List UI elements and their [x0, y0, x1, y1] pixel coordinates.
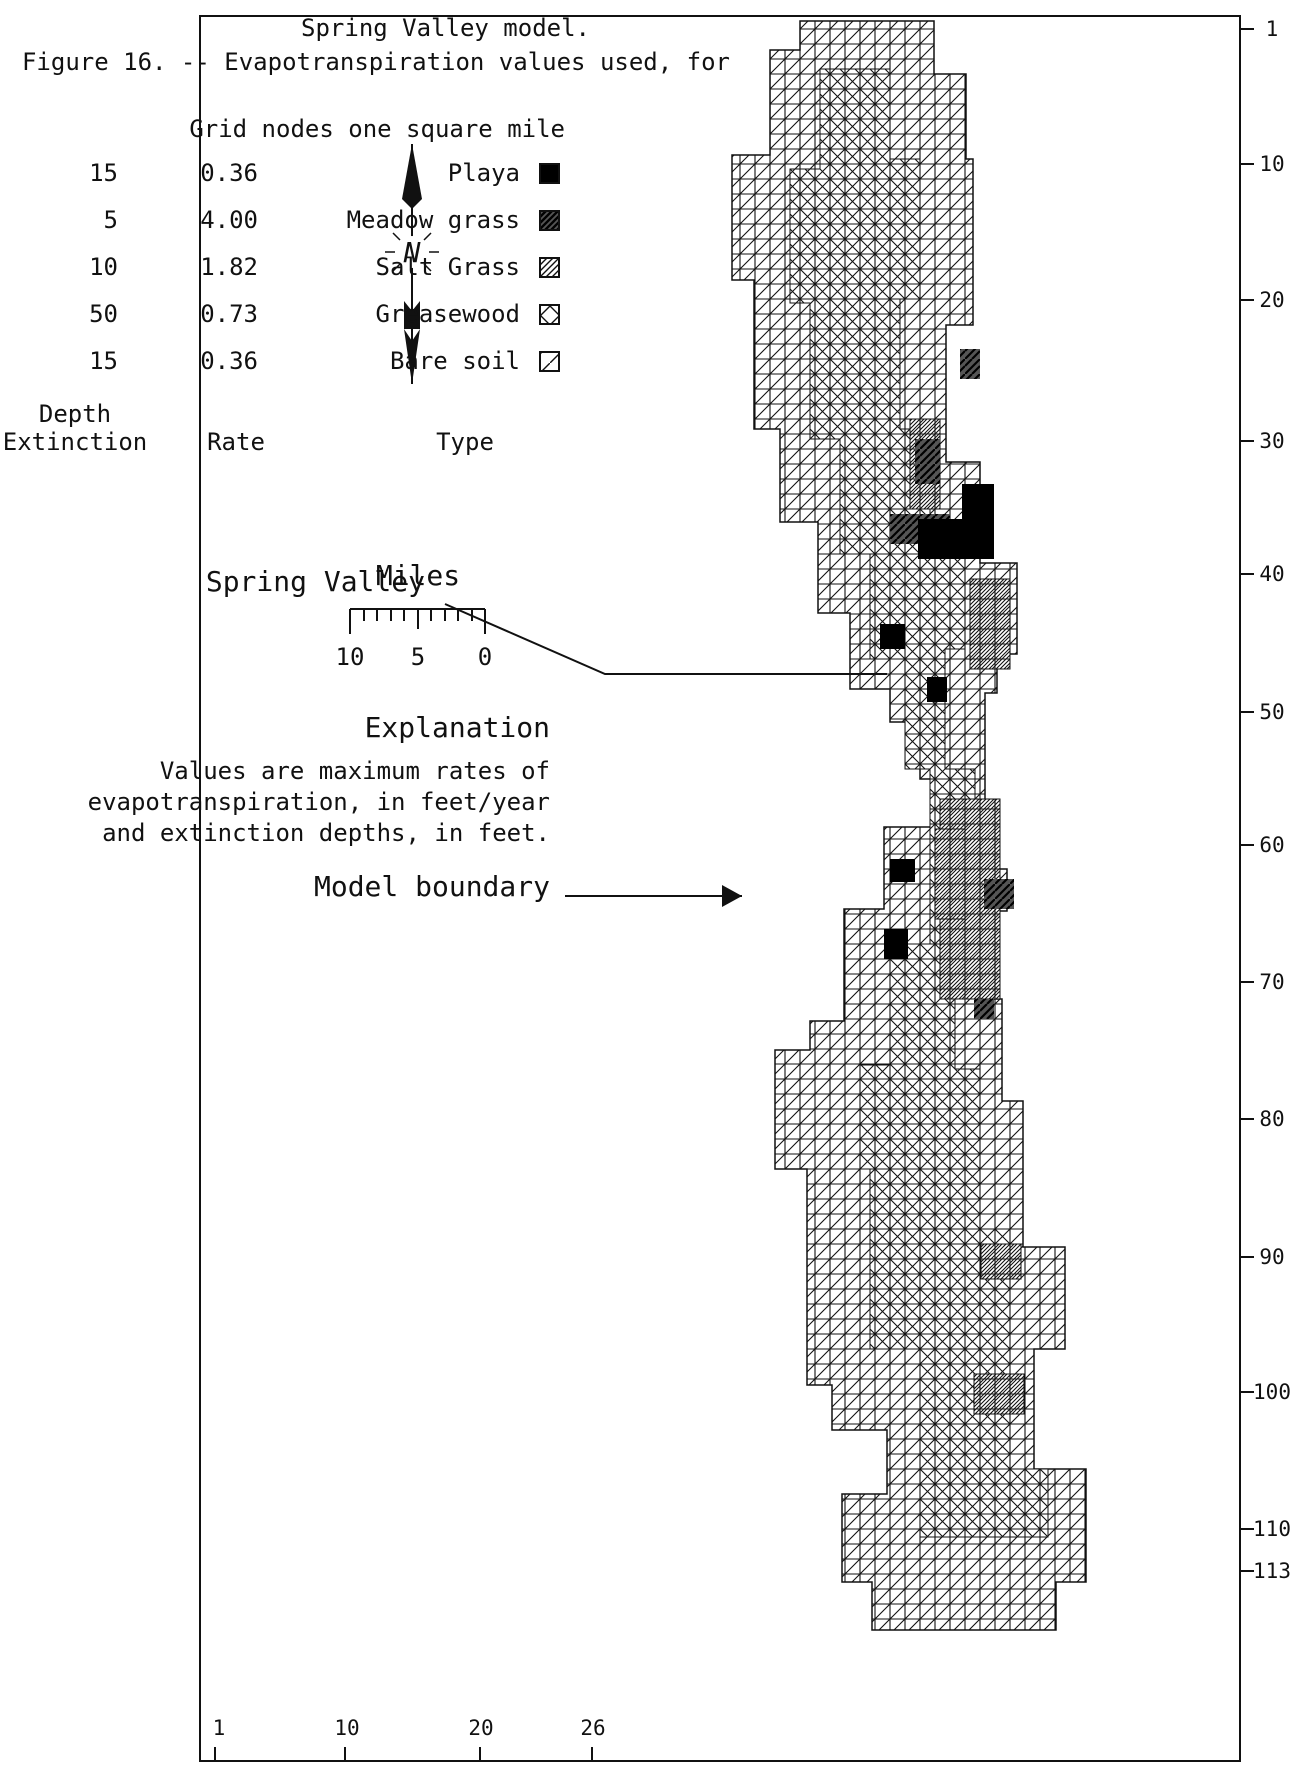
salt-grass-patch — [980, 1243, 1022, 1280]
figure-caption: Spring Valley model. — [301, 14, 590, 42]
row-tick-label: 100 — [1253, 1380, 1291, 1404]
grid-note: Grid nodes one square mile — [189, 115, 565, 143]
header-rate: Rate — [207, 428, 265, 456]
col-tick-label: 1 — [213, 1716, 226, 1740]
playa-patch — [890, 859, 915, 882]
north-arrow — [385, 144, 439, 384]
scale-tick-label: 10 — [336, 643, 365, 671]
col-tick-label: 10 — [334, 1716, 359, 1740]
meadow-grass-patch — [960, 349, 980, 379]
row-tick-label: 10 — [1259, 152, 1284, 176]
explanation-line: and extinction depths, in feet. — [102, 819, 550, 847]
meadow-grass-patch — [974, 999, 994, 1019]
header-type: Type — [436, 428, 494, 456]
salt-grass-patch — [973, 1373, 1025, 1415]
meadow-grass-patch — [915, 439, 940, 484]
model-boundary-label: Model boundary — [314, 870, 550, 903]
legend-type: Salt Grass — [376, 253, 521, 281]
salt-grass-patch — [934, 828, 966, 920]
row-tick-label: 70 — [1259, 970, 1284, 994]
legend-depth: 10 — [89, 253, 118, 281]
model-boundary-pointer — [565, 885, 742, 907]
row-tick-label: 30 — [1259, 429, 1284, 453]
legend-rate: 4.00 — [200, 206, 258, 234]
col-tick-label: 20 — [468, 1716, 493, 1740]
col-tick-label: 26 — [580, 1716, 605, 1740]
explanation-line: Values are maximum rates of — [160, 757, 550, 785]
salt-grass-patch — [969, 578, 1011, 670]
swatch-greasewood — [539, 304, 560, 325]
row-tick-label: 60 — [1259, 833, 1284, 857]
legend-type: Playa — [448, 159, 520, 187]
legend-depth: 15 — [89, 159, 118, 187]
legend-rate: 0.36 — [200, 347, 258, 375]
figure-caption: Figure 16. -- Evapotranspiration values … — [22, 48, 730, 76]
row-tick-label: 40 — [1259, 562, 1284, 586]
swatch-bare-soil — [539, 351, 560, 372]
row-tick-label: 110 — [1253, 1517, 1291, 1541]
playa-patch — [880, 624, 905, 649]
legend-type: Bare soil — [390, 347, 520, 375]
legend-rate: 1.82 — [200, 253, 258, 281]
meadow-grass-patch — [984, 879, 1014, 909]
header-depth: Depth — [39, 400, 111, 428]
explanation-title: Explanation — [365, 711, 550, 744]
row-tick-label: 50 — [1259, 700, 1284, 724]
scale-bar — [349, 608, 486, 634]
scale-tick-label: 0 — [478, 643, 492, 671]
col-ticks — [214, 1747, 593, 1761]
swatch-salt-grass — [539, 257, 560, 278]
row-tick-label: 90 — [1259, 1245, 1284, 1269]
grid-frame — [199, 15, 1241, 1762]
explanation-line: evapotranspiration, in feet/year — [88, 788, 550, 816]
legend-depth: 15 — [89, 347, 118, 375]
scale-unit-label: Miles — [376, 559, 460, 592]
scale-tick-label: 5 — [411, 643, 425, 671]
spring-valley-pointer — [444, 603, 887, 675]
legend-depth: 5 — [104, 206, 118, 234]
spring-valley-label: Spring Valley — [206, 565, 425, 598]
legend-type: Meadow grass — [347, 206, 520, 234]
swatch-meadow-grass — [539, 210, 560, 231]
playa-patch — [927, 677, 947, 702]
legend-rate: 0.36 — [200, 159, 258, 187]
playa-patch — [918, 484, 994, 559]
legend-type: Greasewood — [376, 300, 521, 328]
row-tick-label: 80 — [1259, 1107, 1284, 1131]
row-tick-label: 20 — [1259, 288, 1284, 312]
north-symbol: N — [403, 236, 421, 269]
playa-patch — [884, 929, 908, 959]
row-tick-label: 113 — [1253, 1559, 1291, 1583]
legend-depth: 50 — [89, 300, 118, 328]
row-ticks — [1240, 28, 1254, 1572]
row-tick-label: 1 — [1266, 17, 1279, 41]
legend-rate: 0.73 — [200, 300, 258, 328]
header-depth: Extinction — [3, 428, 148, 456]
swatch-playa — [539, 163, 560, 184]
